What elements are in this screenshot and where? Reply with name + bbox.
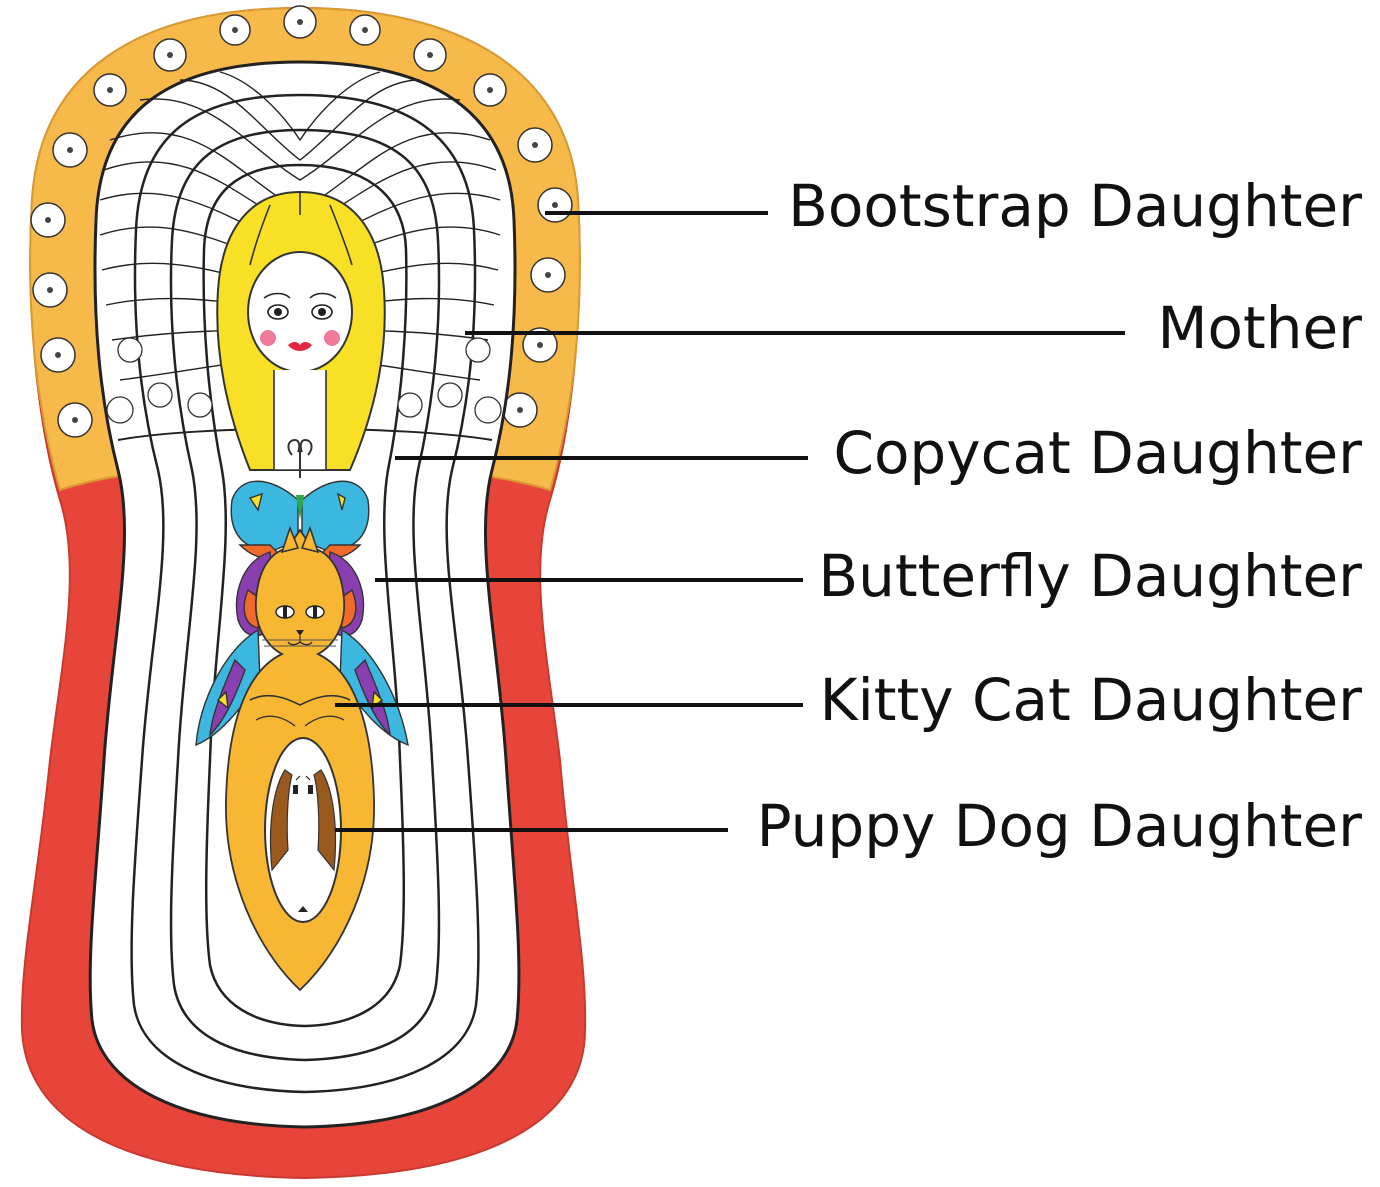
label-copycat-daughter: Copycat Daughter (833, 419, 1362, 487)
face-icon (248, 252, 352, 372)
matryoshka-doll-icon (22, 6, 585, 1178)
puppy-icon (265, 738, 341, 922)
label-bootstrap-daughter: Bootstrap Daughter (788, 172, 1362, 240)
label-mother: Mother (1157, 294, 1362, 362)
label-kitty-cat-daughter: Kitty Cat Daughter (820, 666, 1363, 734)
label-butterfly-daughter: Butterfly Daughter (818, 542, 1362, 610)
labels: Bootstrap Daughter Mother Copycat Daught… (757, 172, 1362, 860)
label-puppy-dog-daughter: Puppy Dog Daughter (757, 792, 1362, 860)
